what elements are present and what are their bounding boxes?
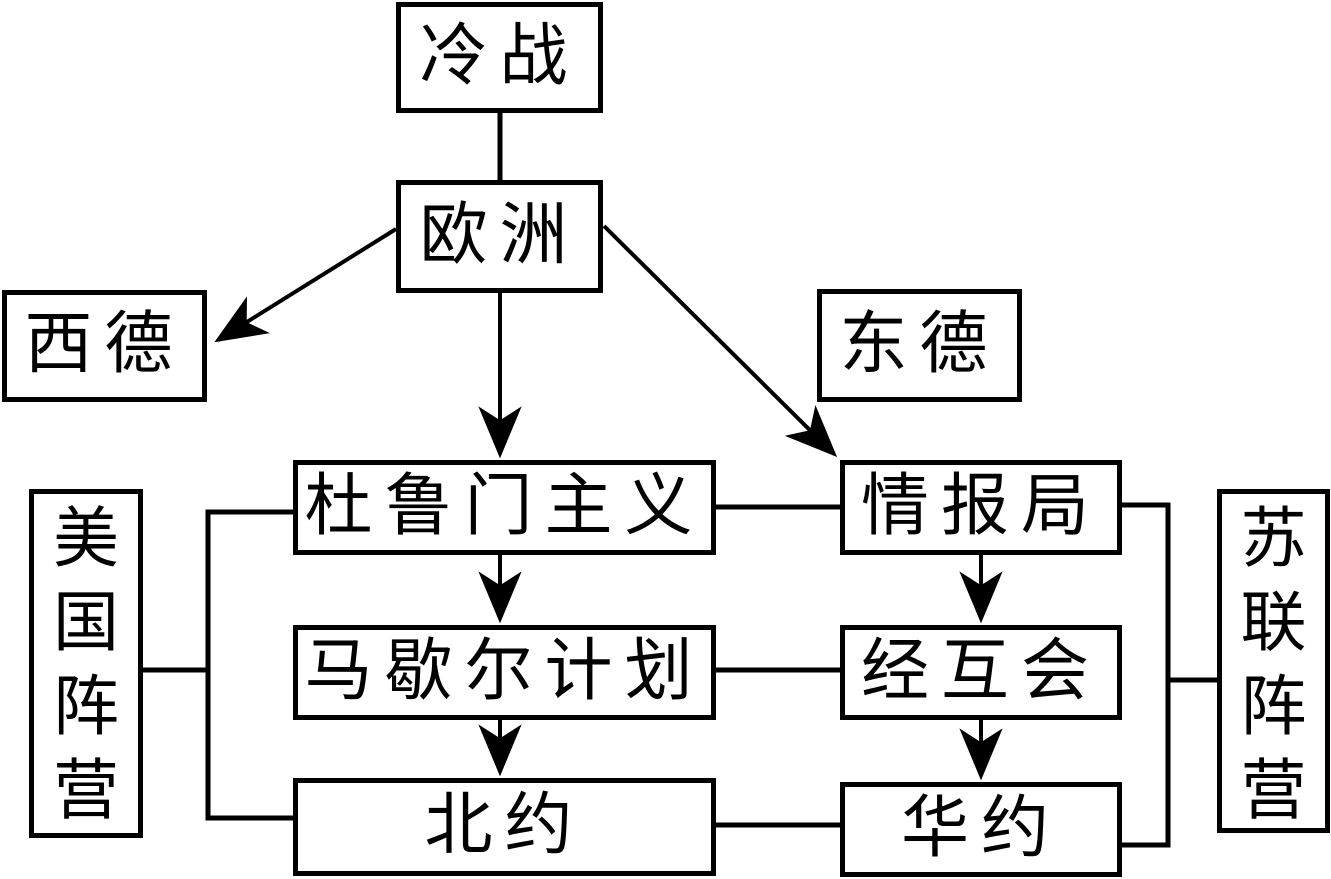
node-us-camp: 美国阵营	[29, 489, 143, 838]
node-west-germany: 西德	[2, 290, 207, 402]
node-marshall-plan: 马歇尔计划	[293, 625, 716, 720]
bracket-us-camp	[205, 509, 293, 821]
arrow-europe-west-germany	[214, 227, 398, 343]
node-cominform: 情报局	[840, 460, 1122, 555]
bracket-soviet-camp	[1122, 502, 1171, 848]
node-nato: 北约	[293, 778, 716, 876]
node-cold-war: 冷战	[396, 2, 603, 113]
node-truman-doctrine: 杜鲁门主义	[293, 460, 716, 555]
node-east-germany: 东德	[817, 289, 1022, 402]
node-europe: 欧洲	[396, 180, 603, 293]
node-soviet-camp: 苏联阵营	[1217, 489, 1330, 833]
node-warsaw-pact: 华约	[840, 782, 1122, 877]
node-comecon: 经互会	[840, 625, 1122, 720]
arrow-europe-cominform	[602, 224, 838, 458]
